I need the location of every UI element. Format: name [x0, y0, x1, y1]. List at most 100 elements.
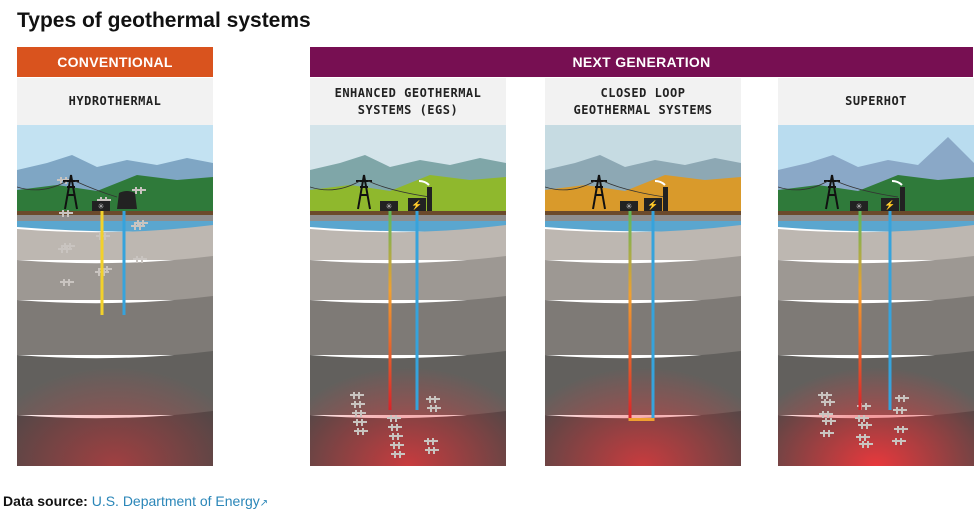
fracture	[390, 442, 404, 449]
category-conventional: CONVENTIONAL	[17, 47, 213, 77]
fracture	[859, 441, 873, 448]
fracture	[895, 395, 909, 402]
fracture	[134, 220, 148, 227]
fracture	[391, 451, 405, 458]
heat-exchanger-icon	[620, 201, 638, 211]
aquifer	[545, 221, 741, 232]
svg-text:⚡: ⚡	[884, 199, 895, 211]
rock-layer	[545, 225, 741, 260]
fracture	[424, 438, 438, 445]
panel-label: ENHANCED GEOTHERMAL SYSTEMS (EGS)	[310, 78, 506, 125]
heat-glow	[545, 325, 741, 466]
surface	[545, 211, 741, 215]
hydrothermal-illustration: ✳	[17, 125, 213, 466]
heat-glow	[310, 325, 506, 466]
well	[888, 211, 892, 410]
fracture	[61, 243, 75, 250]
power-lines	[778, 180, 899, 198]
power-lines	[310, 180, 431, 198]
svg-text:⚡: ⚡	[411, 199, 422, 211]
page-title: Types of geothermal systems	[17, 9, 311, 32]
well	[100, 211, 104, 315]
well	[628, 211, 632, 420]
fracture	[352, 410, 366, 417]
rock-layer	[778, 225, 974, 260]
transmission-tower-icon	[356, 174, 372, 210]
well	[858, 211, 862, 410]
data-source: Data source: U.S. Department of Energy↗	[3, 493, 268, 509]
fracture	[427, 405, 441, 412]
svg-text:✳: ✳	[626, 202, 633, 211]
panel-label: SUPERHOT	[778, 78, 974, 125]
power-lines	[17, 180, 118, 198]
fracture	[894, 426, 908, 433]
svg-text:✳: ✳	[386, 202, 393, 211]
fracture	[350, 392, 364, 399]
panel-hydrothermal: HYDROTHERMAL ✳	[17, 78, 213, 466]
fracture	[855, 415, 869, 422]
surface	[310, 211, 506, 215]
rock-layer	[310, 256, 506, 300]
surface	[17, 211, 213, 215]
closed-loop-illustration: ✳⚡	[545, 125, 741, 466]
panel-egs: ENHANCED GEOTHERMAL SYSTEMS (EGS) ✳⚡	[310, 78, 506, 466]
well	[415, 211, 419, 410]
aquifer	[778, 221, 974, 232]
fracture	[822, 418, 836, 425]
well	[651, 211, 655, 420]
fracture	[351, 401, 365, 408]
well	[388, 211, 392, 410]
rock-layer	[17, 256, 213, 300]
fracture	[858, 422, 872, 429]
fracture	[892, 438, 906, 445]
external-link-icon: ↗	[259, 498, 269, 509]
panel-superhot: SUPERHOT ✳⚡	[778, 78, 974, 466]
category-next-generation: NEXT GENERATION	[310, 47, 973, 77]
fracture	[893, 407, 907, 414]
heat-glow	[17, 325, 213, 466]
fracture	[425, 447, 439, 454]
fracture	[387, 415, 401, 422]
power-plant-icon: ⚡	[644, 180, 668, 211]
svg-text:✳: ✳	[856, 202, 863, 211]
fracture	[354, 428, 368, 435]
panel-label: CLOSED LOOP GEOTHERMAL SYSTEMS	[545, 78, 741, 125]
fracture	[820, 430, 834, 437]
fracture	[819, 411, 833, 418]
heat-exchanger-icon	[380, 201, 398, 211]
fracture	[133, 256, 147, 263]
rock-layer	[778, 256, 974, 300]
source-link[interactable]: U.S. Department of Energy	[91, 493, 260, 509]
fracture	[821, 399, 835, 406]
cooling-tower-icon	[117, 191, 137, 209]
fracture	[60, 279, 74, 286]
fracture	[388, 424, 402, 431]
fracture	[59, 210, 73, 217]
fracture	[856, 434, 870, 441]
transmission-tower-icon	[63, 174, 79, 210]
transmission-tower-icon	[591, 174, 607, 210]
well	[122, 211, 126, 315]
heat-exchanger-icon	[850, 201, 868, 211]
fracture	[132, 187, 146, 194]
panel-closed-loop: CLOSED LOOP GEOTHERMAL SYSTEMS ✳⚡	[545, 78, 741, 466]
surface	[778, 211, 974, 215]
fracture	[389, 433, 403, 440]
heat-exchanger-icon	[92, 201, 110, 211]
fracture	[353, 419, 367, 426]
aquifer	[17, 221, 213, 232]
power-lines	[545, 180, 666, 198]
superhot-illustration: ✳⚡	[778, 125, 974, 466]
power-plant-icon: ⚡	[408, 180, 432, 211]
fracture	[818, 392, 832, 399]
svg-text:⚡: ⚡	[647, 199, 658, 211]
power-plant-icon: ⚡	[881, 180, 905, 211]
rock-layer	[545, 256, 741, 300]
loop-bottom	[628, 418, 655, 421]
svg-text:✳: ✳	[98, 202, 105, 211]
aquifer	[310, 221, 506, 232]
heat-glow	[778, 325, 974, 466]
panel-label: HYDROTHERMAL	[17, 78, 213, 125]
egs-illustration: ✳⚡	[310, 125, 506, 466]
fracture	[426, 396, 440, 403]
